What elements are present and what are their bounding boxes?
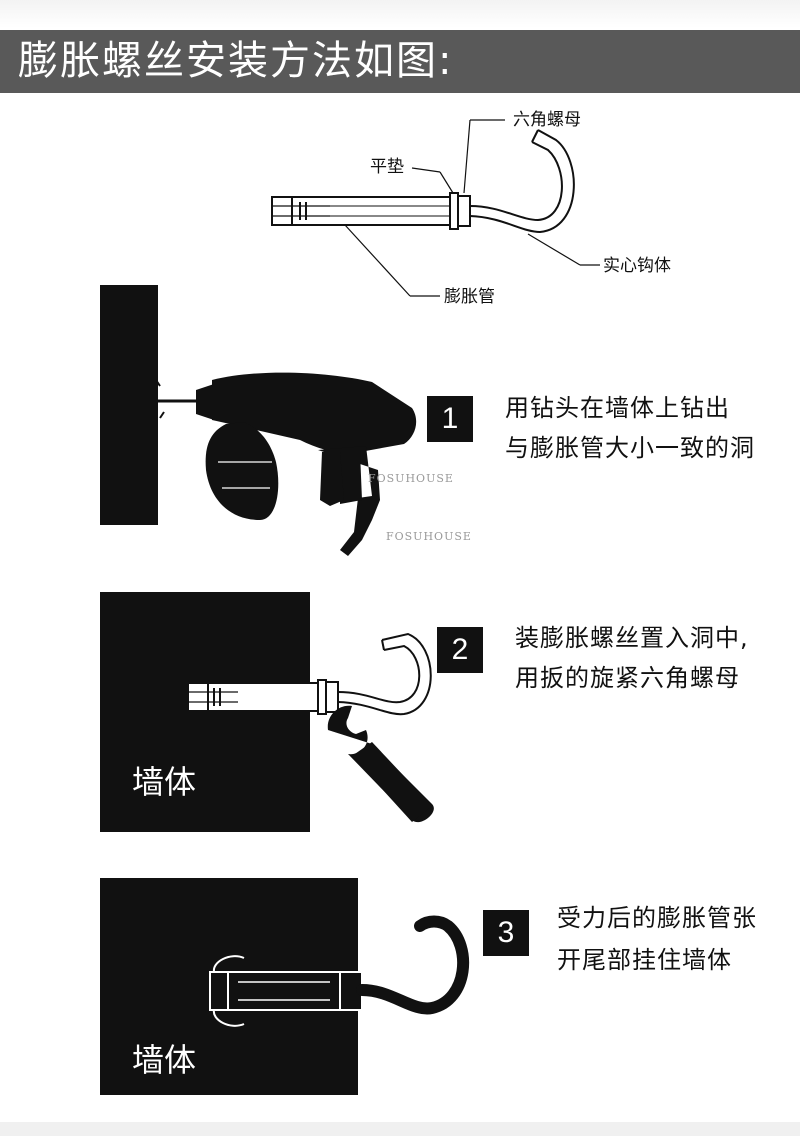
page-title: 膨胀螺丝安装方法如图: [18,38,454,84]
wall-label-2: 墙体 [132,763,197,801]
step-badge-2: 2 [437,627,483,673]
bottom-strip [0,1122,800,1136]
step-1-text-line2: 与膨胀管大小一致的洞 [505,434,755,462]
label-solid-hook: 实心钩体 [603,256,671,276]
wall-panel-1 [100,285,158,525]
step-3-text-line1: 受力后的膨胀管张 [557,904,757,932]
step2-anchor-illustration [187,632,432,716]
label-flat-washer: 平垫 [370,157,404,177]
step-2-text-line1: 装膨胀螺丝置入洞中, [515,624,749,652]
step-badge-3: 3 [483,910,529,956]
label-hex-nut: 六角螺母 [513,110,581,130]
step3-hook [356,915,470,1015]
label-expansion-tube: 膨胀管 [444,287,495,307]
top-strip [0,0,800,28]
step-2-text-line2: 用扳的旋紧六角螺母 [515,664,740,692]
drill-illustration [122,372,417,556]
wrench-icon [327,705,434,823]
header-bar [0,30,800,93]
anchor-parts-illustration [271,119,600,297]
step-3-text-line2: 开尾部挂住墙体 [557,946,732,974]
step-badge-1: 1 [427,396,473,442]
step3-anchor-illustration [209,955,363,1027]
wall-label-3: 墙体 [132,1041,197,1079]
watermark-2: FOSUHOUSE [386,530,472,543]
step-1-text-line1: 用钻头在墙体上钻出 [505,394,730,422]
watermark-1: FOSUHOUSE [368,472,454,485]
